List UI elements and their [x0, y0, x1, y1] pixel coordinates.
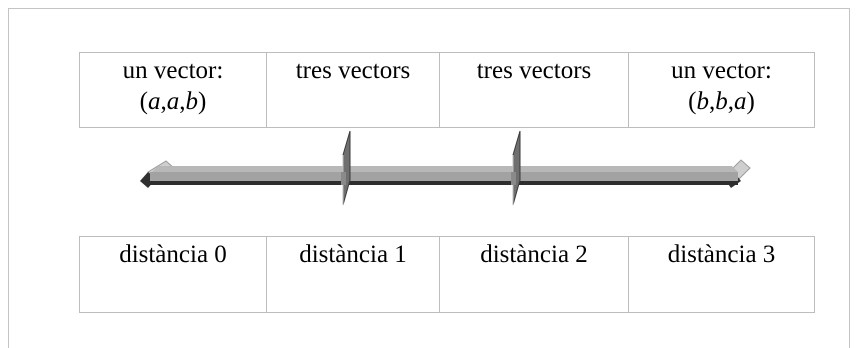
distance-table: distància 0 distància 1 distància 2 dist… — [79, 236, 815, 313]
component-2: b — [715, 88, 728, 115]
vector-tuple: (a,a,b) — [82, 86, 264, 117]
cell-label: un vector: — [671, 57, 772, 84]
cell-one-vector-aab: un vector: (a,a,b) — [79, 52, 267, 128]
rod-body — [150, 166, 738, 185]
component-1: b — [696, 88, 710, 115]
comma-2: , — [727, 88, 734, 115]
cell-distance-2: distància 2 — [439, 236, 629, 313]
rod-diagram — [140, 130, 751, 206]
cell-label: tres vectors — [295, 57, 411, 84]
vector-tuple: (b,b,a) — [631, 86, 812, 117]
paren-close: ) — [198, 88, 207, 115]
component-1: a — [148, 88, 161, 115]
cell-three-vectors-1: tres vectors — [266, 52, 440, 128]
comma-1: , — [709, 88, 716, 115]
outer-frame — [8, 8, 850, 348]
cell-distance-3: distància 3 — [628, 236, 815, 313]
divider-plate-2 — [511, 130, 521, 206]
comma-2: , — [179, 88, 186, 115]
component-3: b — [185, 88, 199, 115]
cell-one-vector-bba: un vector: (b,b,a) — [628, 52, 815, 128]
divider-plate-1 — [341, 130, 351, 206]
paren-open: ( — [139, 88, 148, 115]
component-3: a — [734, 88, 747, 115]
cell-distance-0: distància 0 — [79, 236, 267, 313]
paren-open: ( — [688, 88, 697, 115]
comma-1: , — [160, 88, 167, 115]
cell-three-vectors-2: tres vectors — [439, 52, 629, 128]
cell-label: un vector: — [122, 57, 224, 84]
cell-distance-1: distància 1 — [266, 236, 440, 313]
cell-label: tres vectors — [476, 57, 592, 84]
paren-close: ) — [746, 88, 755, 115]
component-2: a — [166, 88, 180, 115]
cases-table: un vector: (a,a,b) tres vectors tres vec… — [79, 52, 815, 128]
